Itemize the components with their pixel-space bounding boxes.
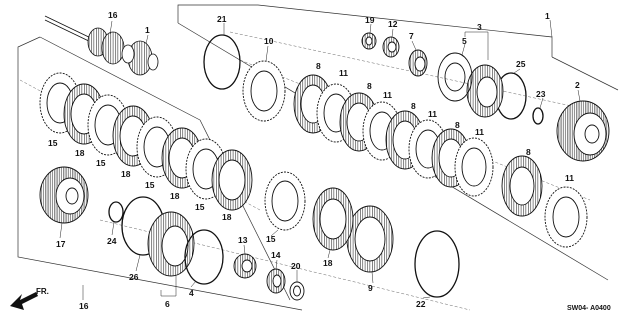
callout-16-top: 16 <box>108 10 118 20</box>
callout-26: 26 <box>129 272 139 282</box>
leader-lines <box>59 19 581 300</box>
callout-18-c: 18 <box>170 191 180 201</box>
callout-22: 22 <box>416 299 426 309</box>
assembly-line-top <box>229 31 591 111</box>
callout-11-b: 11 <box>383 90 392 100</box>
front-direction-arrow: FR. <box>10 287 49 310</box>
callout-8-e: 8 <box>526 147 531 157</box>
assembly-line-low <box>99 219 471 311</box>
callout-16-bottom: 16 <box>79 301 89 311</box>
callouts: 16 1 1 21 10 19 12 7 3 5 25 2 23 8 11 8 … <box>48 10 580 311</box>
callout-6: 6 <box>165 299 170 309</box>
callout-18-a: 18 <box>75 148 85 158</box>
callout-19: 19 <box>365 15 375 25</box>
frame-line-group-1-right <box>551 56 619 91</box>
seal-ring-4 <box>184 229 224 285</box>
ring-24 <box>108 201 124 223</box>
callout-8-a: 8 <box>316 61 321 71</box>
callout-11-e: 11 <box>565 173 574 183</box>
callout-7: 7 <box>409 31 414 41</box>
callout-12: 12 <box>388 19 398 29</box>
callout-20: 20 <box>291 261 301 271</box>
frame-line-group-16 <box>17 36 303 311</box>
callout-11-c: 11 <box>428 109 437 119</box>
callout-15-a: 15 <box>48 138 58 148</box>
callout-11-a: 11 <box>339 68 348 78</box>
callout-15-d: 15 <box>195 202 205 212</box>
callout-9: 9 <box>368 283 373 293</box>
callout-15-c: 15 <box>145 180 155 190</box>
shaft-gear-mid <box>101 31 125 65</box>
snap-ring-21 <box>203 34 241 90</box>
callout-10: 10 <box>264 36 274 46</box>
callout-25: 25 <box>516 59 526 69</box>
callout-14: 14 <box>271 250 281 260</box>
callout-23: 23 <box>536 89 546 99</box>
callout-13: 13 <box>238 235 248 245</box>
callout-8-d: 8 <box>455 120 460 130</box>
small-parts <box>233 32 428 301</box>
frame-line-group-1 <box>177 4 553 57</box>
clutch-pack-upper <box>293 74 588 248</box>
callout-24: 24 <box>107 236 117 246</box>
end-plates <box>242 60 394 273</box>
frame-line-group-16-top <box>39 36 201 121</box>
callout-8-c: 8 <box>411 101 416 111</box>
callout-21: 21 <box>217 14 227 24</box>
callout-17: 17 <box>56 239 66 249</box>
callout-11-d: 11 <box>475 127 484 137</box>
callout-18-e: 18 <box>323 258 333 268</box>
callout-3: 3 <box>477 22 482 32</box>
diagram-code: SW04- A0400 <box>567 305 611 312</box>
drums <box>39 52 610 285</box>
callout-1-group: 1 <box>545 11 550 21</box>
callout-2: 2 <box>575 80 580 90</box>
mainshaft-assembly <box>44 15 159 76</box>
callout-18-d: 18 <box>222 212 232 222</box>
washer-20 <box>289 281 305 301</box>
fr-label: FR. <box>36 287 49 296</box>
ring-23 <box>532 107 544 125</box>
piston-5 <box>437 52 473 102</box>
callout-15-e: 15 <box>266 234 276 244</box>
snap-ring-22 <box>414 230 460 298</box>
assembly-line-mid <box>239 59 591 201</box>
callout-5: 5 <box>462 36 467 46</box>
callout-8-b: 8 <box>367 81 372 91</box>
callout-15-b: 15 <box>96 158 106 168</box>
callout-1-shaft: 1 <box>145 25 150 35</box>
fr-arrow-icon <box>10 292 38 310</box>
callout-4: 4 <box>189 288 194 298</box>
callout-18-b: 18 <box>121 169 131 179</box>
clutch-pack-lower <box>39 72 354 251</box>
